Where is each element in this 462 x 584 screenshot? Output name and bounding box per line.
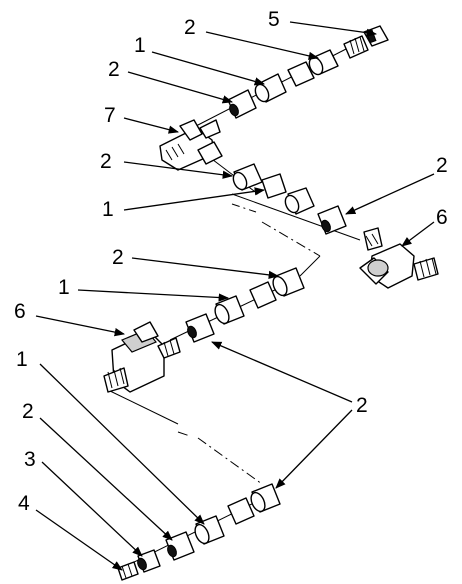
callout-numbers: 5 2 1 2 7 2 2 6 1 2 1 6 1 2 2 3 4	[14, 8, 448, 515]
callout-2-bottom-right: 2	[356, 394, 368, 417]
callout-7: 7	[104, 104, 116, 127]
callout-2-lower-mid: 2	[112, 246, 124, 269]
nut-item-3	[137, 549, 161, 573]
callout-2-right: 2	[436, 154, 448, 177]
callout-3: 3	[24, 448, 36, 471]
bottom-sleeve-row	[165, 483, 281, 561]
callout-2-upper-left: 2	[108, 58, 120, 81]
screw-item-4	[117, 561, 139, 581]
leader-lines	[35, 21, 435, 571]
callout-4: 4	[18, 492, 30, 515]
top-sleeve-row	[227, 49, 339, 119]
callout-1-lower: 1	[58, 276, 70, 299]
callout-1-top: 1	[134, 34, 146, 57]
callout-6-right: 6	[436, 206, 448, 229]
tee-fitting-item-7	[159, 119, 223, 171]
callout-1-bottom: 1	[16, 348, 28, 371]
callout-2-top: 2	[184, 16, 196, 39]
callout-5: 5	[268, 8, 280, 31]
callout-2-mid-left: 2	[100, 150, 112, 173]
lower-middle-sleeve-row	[185, 267, 305, 343]
callout-6-left: 6	[14, 300, 26, 323]
middle-sleeve-row	[232, 163, 347, 235]
valve-item-6-right	[359, 227, 439, 289]
valve-item-6-left	[103, 321, 181, 393]
callout-2-bottom-left: 2	[22, 400, 34, 423]
callout-1-mid: 1	[102, 198, 114, 221]
